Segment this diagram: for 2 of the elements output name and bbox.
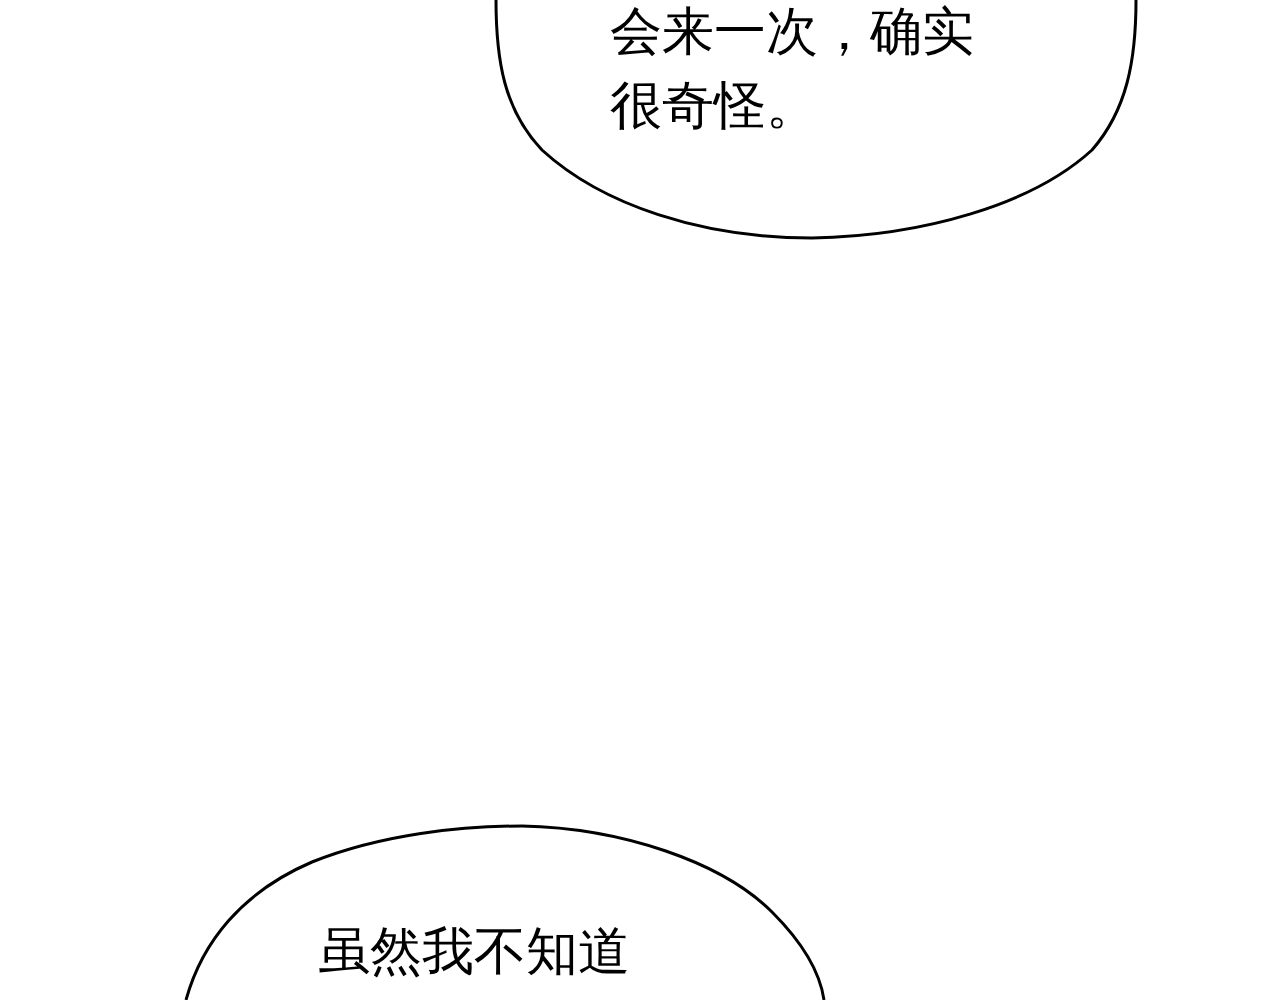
- dialogue-text: 会来一次，确实很奇怪。: [610, 0, 975, 137]
- dialogue-text: 虽然我不知道: [318, 920, 631, 983]
